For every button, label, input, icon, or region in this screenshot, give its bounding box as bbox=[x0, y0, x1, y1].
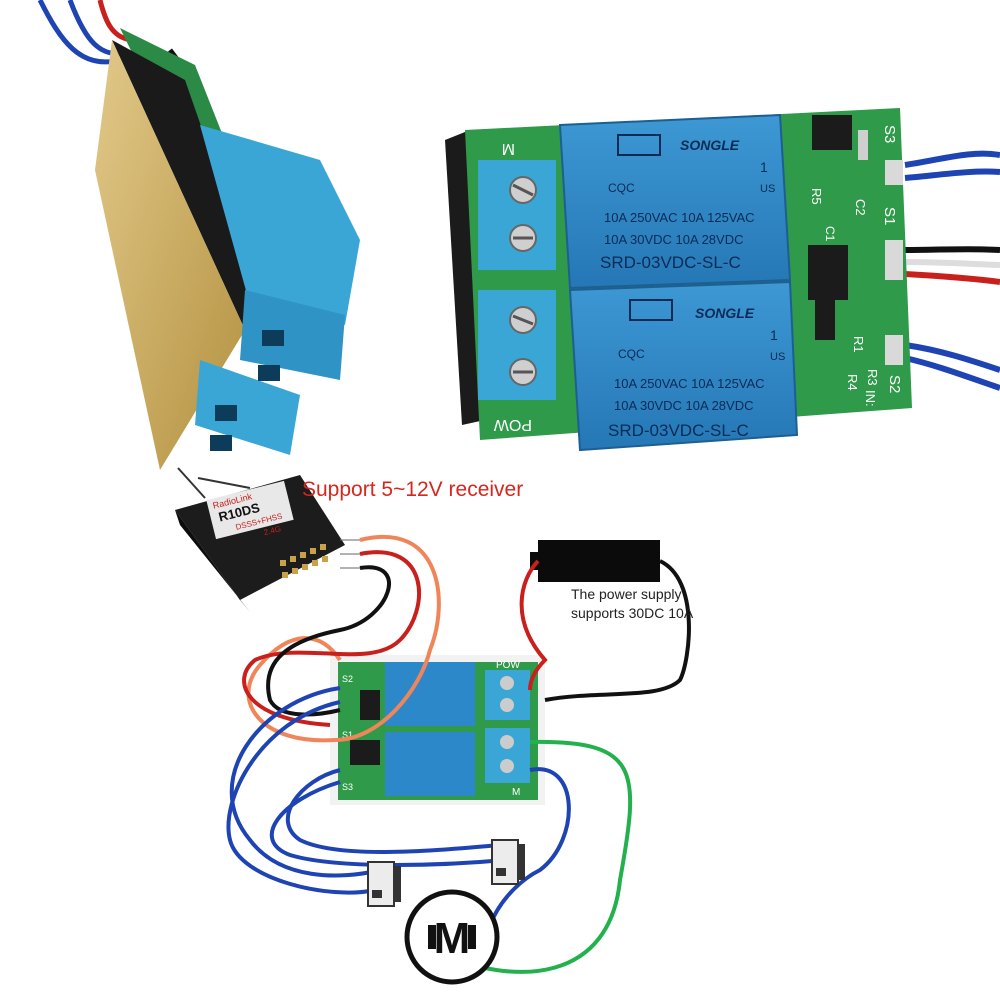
silk-r3: R3 bbox=[865, 369, 880, 386]
wiring-diagram: RadioLink R10DS DSSS+FHSS 2.4G bbox=[175, 467, 691, 985]
receiver: RadioLink R10DS DSSS+FHSS 2.4G bbox=[175, 467, 360, 612]
silk-in: IN: bbox=[863, 390, 878, 407]
relay-coil-number-bottom: 1 bbox=[770, 327, 778, 343]
relay-ul-top: US bbox=[760, 183, 775, 195]
wiring-board-s1: S1 bbox=[342, 730, 353, 740]
silk-c1: C1 bbox=[823, 226, 837, 242]
receiver-support-caption: Support 5~12V receiver bbox=[302, 478, 524, 501]
silk-r1: R1 bbox=[851, 336, 866, 353]
limit-switch-left bbox=[367, 861, 401, 907]
motor-label: M bbox=[434, 914, 471, 963]
silk-s2: S2 bbox=[886, 375, 903, 393]
relay-brand-top: SONGLE bbox=[680, 137, 740, 153]
power-supply-caption: The power supply supports 30DC 10A bbox=[571, 586, 694, 621]
relay-cqc-top: CQC bbox=[608, 181, 635, 195]
relay-rating2-bottom: 10A 30VDC 10A 28VDC bbox=[614, 398, 753, 413]
motor-symbol: M bbox=[404, 889, 500, 985]
side-view-photo bbox=[37, 0, 360, 470]
power-supply bbox=[530, 540, 660, 582]
silk-r4: R4 bbox=[845, 374, 860, 391]
silk-c2: C2 bbox=[853, 199, 868, 216]
terminal-label-pow: POW bbox=[493, 416, 532, 433]
relay-ul-bottom: US bbox=[770, 351, 785, 363]
silk-s3: S3 bbox=[881, 125, 898, 143]
relay-board-photo: M POW SONGLE 1 CQC US 10A 250VAC 10A 125… bbox=[445, 108, 1000, 452]
wiring-board: POW M S2 S1 S3 bbox=[330, 655, 545, 805]
relay-rating1-bottom: 10A 250VAC 10A 125VAC bbox=[614, 376, 765, 391]
wiring-board-pow: POW bbox=[496, 660, 520, 671]
relay-coil-number-top: 1 bbox=[760, 159, 768, 175]
silk-s1: S1 bbox=[881, 207, 898, 225]
limit-switch-right bbox=[491, 839, 525, 885]
wiring-board-s3: S3 bbox=[342, 782, 353, 792]
relay-cqc-bottom: CQC bbox=[618, 347, 645, 361]
relay-rating2-top: 10A 30VDC 10A 28VDC bbox=[604, 232, 743, 247]
relay-model-top: SRD-03VDC-SL-C bbox=[600, 253, 741, 272]
relay-top: SONGLE 1 CQC US 10A 250VAC 10A 125VAC 10… bbox=[558, 113, 792, 290]
wiring-board-s2: S2 bbox=[342, 674, 353, 684]
receiver-band: 2.4G bbox=[263, 524, 282, 537]
relay-bottom: SONGLE 1 CQC US 10A 250VAC 10A 125VAC 10… bbox=[568, 280, 799, 452]
terminal-label-m: M bbox=[502, 140, 515, 157]
relay-brand-bottom: SONGLE bbox=[695, 305, 755, 321]
relay-rating1-top: 10A 250VAC 10A 125VAC bbox=[604, 210, 755, 225]
relay-model-bottom: SRD-03VDC-SL-C bbox=[608, 421, 749, 440]
wiring-board-m: M bbox=[512, 787, 520, 798]
silk-r5: R5 bbox=[809, 188, 824, 205]
